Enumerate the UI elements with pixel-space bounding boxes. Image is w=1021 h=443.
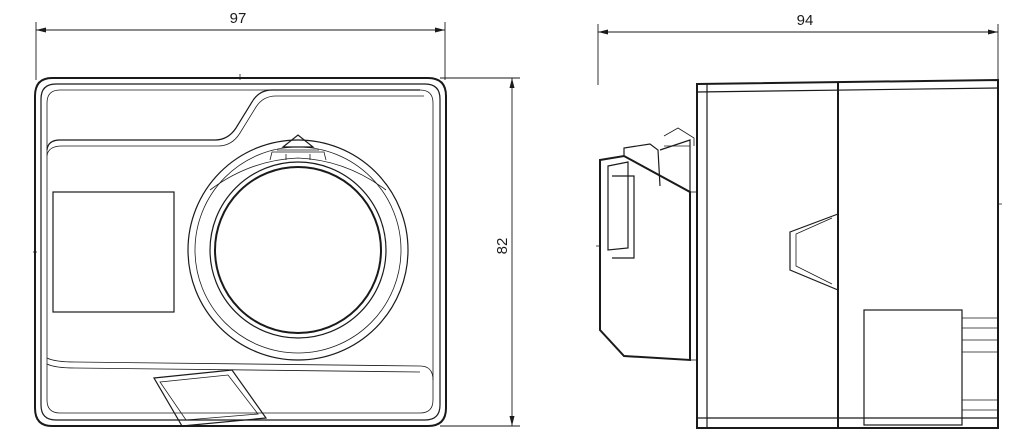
top-panel-step-inner xyxy=(46,95,424,157)
bottom-ledge xyxy=(46,357,434,381)
front-height-label: 82 xyxy=(494,238,511,255)
side-view: 94 xyxy=(596,12,1002,429)
side-body xyxy=(696,78,999,429)
side-notch xyxy=(789,213,839,291)
bottom-ledge-2 xyxy=(46,363,421,373)
housing-rim xyxy=(40,83,441,421)
side-mount-box xyxy=(863,309,963,426)
front-width-label: 97 xyxy=(230,10,247,27)
side-width-dimension: 94 xyxy=(597,12,999,85)
top-panel-step xyxy=(46,89,420,151)
rotary-knob xyxy=(187,139,409,361)
front-width-dimension: 97 xyxy=(35,10,446,80)
side-width-label: 94 xyxy=(797,12,814,29)
front-view: 97 82 xyxy=(33,10,520,427)
display-window xyxy=(52,191,175,313)
front-height-dimension: 82 xyxy=(440,77,520,427)
indicator-arrow xyxy=(281,134,315,148)
bottom-clip xyxy=(153,369,268,427)
housing-inner xyxy=(46,89,434,414)
housing-outer xyxy=(34,77,447,427)
